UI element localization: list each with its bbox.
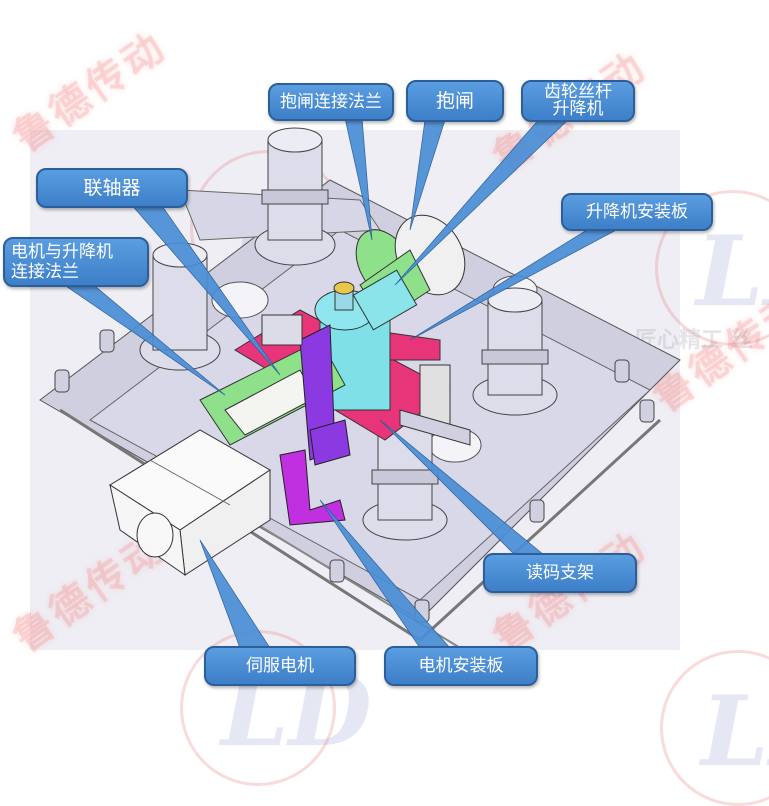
callout-brake: 抱闸 xyxy=(406,80,504,122)
callout-label: 读码支架 xyxy=(526,563,594,583)
callout-motor-mount-plate: 电机安装板 xyxy=(384,646,538,686)
callout-label: 伺服电机 xyxy=(246,656,314,676)
callout-brake-flange: 抱闸连接法兰 xyxy=(268,83,394,121)
callout-label: 联轴器 xyxy=(83,177,141,199)
callout-label-line1: 电机与升降机 xyxy=(11,242,113,262)
callout-servo-motor: 伺服电机 xyxy=(204,646,356,686)
pointer-servo-motor xyxy=(199,539,271,649)
lifter-column xyxy=(472,287,558,416)
callout-label: 抱闸 xyxy=(435,90,474,112)
lifter-assembly-drawing xyxy=(39,117,681,661)
callout-worm-lifter: 齿轮丝杆 升降机 xyxy=(521,80,635,122)
callout-label-line2: 升降机 xyxy=(552,99,604,119)
callout-label: 电机安装板 xyxy=(418,656,504,676)
callout-label: 升降机安装板 xyxy=(586,202,688,222)
callout-lifter-mount-plate: 升降机安装板 xyxy=(561,193,713,231)
callout-motor-lifter-flange: 电机与升降机 连接法兰 xyxy=(3,237,149,287)
pointer-brake xyxy=(409,119,446,231)
callout-coupling: 联轴器 xyxy=(36,168,188,208)
callout-encoder-bracket: 读码支架 xyxy=(483,553,637,593)
callout-label: 抱闸连接法兰 xyxy=(280,92,382,112)
callout-label-line1: 齿轮丝杆 xyxy=(544,82,612,102)
callout-label-line2: 连接法兰 xyxy=(11,262,79,282)
lifter-column xyxy=(254,127,336,266)
motor-mount-plate-shape xyxy=(279,449,346,526)
